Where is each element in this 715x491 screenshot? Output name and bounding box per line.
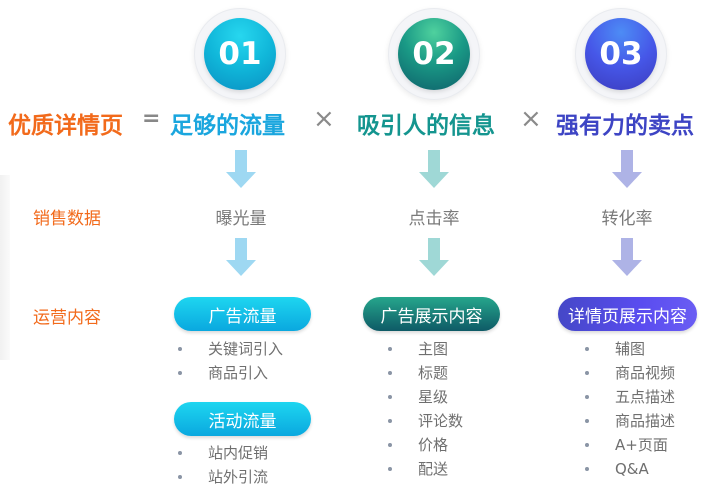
badge-ring-02: 02 <box>388 8 480 100</box>
badge-02: 02 <box>398 18 470 90</box>
bullet-icon <box>388 467 392 471</box>
bullet-icon <box>388 443 392 447</box>
list-item: Q&A <box>581 457 675 481</box>
pill-event-traffic: 活动流量 <box>174 402 311 436</box>
badge-ring-03: 03 <box>575 8 667 100</box>
multiply-icon: × <box>520 104 542 134</box>
list-item: 辅图 <box>581 337 675 361</box>
bullet-icon <box>585 443 589 447</box>
list-item: A+页面 <box>581 433 675 457</box>
list-item: 价格 <box>384 433 463 457</box>
bullet-icon <box>585 467 589 471</box>
multiply-icon: × <box>313 104 335 134</box>
bullet-icon <box>585 347 589 351</box>
metric-ctr: 点击率 <box>408 209 460 229</box>
ad-traffic-list: 关键词引入 商品引入 <box>174 337 283 385</box>
formula-result: 优质详情页 <box>8 113 123 139</box>
metric-conversion-rate: 转化率 <box>601 209 653 229</box>
bullet-icon <box>388 419 392 423</box>
list-item: 商品描述 <box>581 409 675 433</box>
bullet-icon <box>585 371 589 375</box>
bullet-icon <box>388 371 392 375</box>
badge-ring-01: 01 <box>194 8 286 100</box>
bullet-icon <box>178 371 182 375</box>
row-label-operations: 运营内容 <box>33 308 101 328</box>
arrow-down-icon <box>419 150 449 188</box>
bullet-icon <box>388 347 392 351</box>
pill-ad-display-content: 广告展示内容 <box>363 297 500 331</box>
arrow-down-icon <box>612 238 642 276</box>
list-item: 商品视频 <box>581 361 675 385</box>
list-item: 星级 <box>384 385 463 409</box>
arrow-down-icon <box>419 238 449 276</box>
list-item: 商品引入 <box>174 361 283 385</box>
list-item: 五点描述 <box>581 385 675 409</box>
badge-01: 01 <box>204 18 276 90</box>
formula: 优质详情页 = 足够的流量 × 吸引人的信息 × 强有力的卖点 <box>0 104 715 142</box>
ad-display-list: 主图 标题 星级 评论数 价格 配送 <box>384 337 463 481</box>
formula-equals: = <box>142 106 161 131</box>
formula-term-traffic: 足够的流量 <box>170 113 285 139</box>
bullet-icon <box>178 347 182 351</box>
list-item: 站外引流 <box>174 465 268 489</box>
arrow-down-icon <box>612 150 642 188</box>
pill-ad-traffic: 广告流量 <box>174 297 311 331</box>
bullet-icon <box>585 419 589 423</box>
formula-term-selling-points: 强有力的卖点 <box>556 113 694 139</box>
bullet-icon <box>178 451 182 455</box>
pill-detail-page-content: 详情页展示内容 <box>558 297 697 331</box>
formula-term-info: 吸引人的信息 <box>357 113 495 139</box>
list-item: 主图 <box>384 337 463 361</box>
left-edge-shade <box>0 175 10 360</box>
row-label-sales-data: 销售数据 <box>33 209 101 229</box>
bullet-icon <box>388 395 392 399</box>
bullet-icon <box>585 395 589 399</box>
bullet-icon <box>178 475 182 479</box>
list-item: 评论数 <box>384 409 463 433</box>
arrow-down-icon <box>226 238 256 276</box>
arrow-down-icon <box>226 150 256 188</box>
detail-page-list: 辅图 商品视频 五点描述 商品描述 A+页面 Q&A <box>581 337 675 481</box>
list-item: 标题 <box>384 361 463 385</box>
badge-03: 03 <box>585 18 657 90</box>
metric-impressions: 曝光量 <box>215 209 267 229</box>
list-item: 关键词引入 <box>174 337 283 361</box>
list-item: 站内促销 <box>174 441 268 465</box>
list-item: 配送 <box>384 457 463 481</box>
event-traffic-list: 站内促销 站外引流 <box>174 441 268 489</box>
